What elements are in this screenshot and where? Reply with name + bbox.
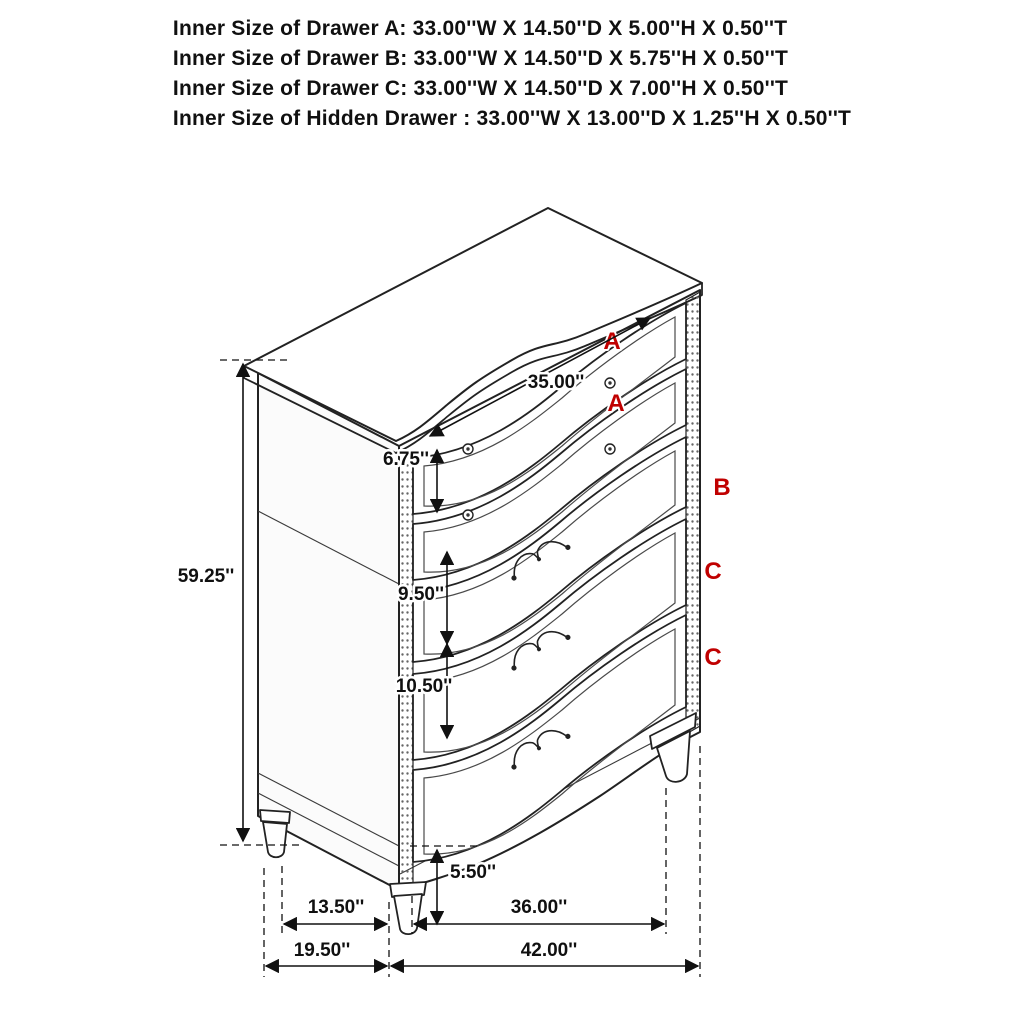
- dim-top-drawer-width: 35.00'': [428, 317, 652, 437]
- front-left-leg: [389, 881, 427, 936]
- dim-front-width: 36.00'': [411, 788, 667, 934]
- drawer-b: [412, 436, 687, 663]
- drawer-c1-panel: [423, 531, 676, 753]
- dim-overall-depth: 19.50'': [263, 868, 390, 977]
- drawer-a1-knob-left-icon: [462, 443, 474, 455]
- spec-line-drawer-a: Inner Size of Drawer A: 33.00''W X 14.50…: [172, 17, 788, 40]
- dim-top-drawer-width-label: 35.00'': [528, 372, 585, 393]
- drawer-a2-knob-left-icon: [462, 509, 474, 521]
- dim-bottom-drawer-height-label: 10.50'': [396, 676, 453, 697]
- drawer-a2-knob-right-icon: [604, 443, 616, 455]
- dim-leg-height-label: 5.50'': [450, 862, 496, 883]
- spec-line-drawer-c: Inner Size of Drawer C: 33.00''W X 14.50…: [172, 77, 789, 100]
- drawer-c1-front: [412, 518, 687, 761]
- dim-side-depth-label: 13.50'': [308, 897, 365, 918]
- spec-header: Inner Size of Drawer A: 33.00''W X 14.50…: [173, 14, 851, 134]
- spec-line-hidden-drawer: Inner Size of Hidden Drawer : 33.00''W X…: [172, 107, 852, 130]
- drawer-b-front: [412, 436, 687, 663]
- drawer-a2-panel: [423, 381, 676, 573]
- dim-overall-width-label: 42.00'': [521, 940, 578, 961]
- dim-top-drawer-height: 6.75'': [380, 447, 445, 514]
- drawer-c2: [412, 614, 687, 863]
- dim-drawer-c-height: 9.50'': [395, 550, 455, 646]
- label-drawer-a2: A: [607, 390, 624, 417]
- dresser-body: [243, 207, 703, 936]
- drawer-b-panel: [423, 449, 676, 655]
- spec-line-drawer-b: Inner Size of Drawer B: 33.00''W X 14.50…: [172, 47, 789, 70]
- dim-leg-height: 5.50'': [410, 845, 499, 926]
- dim-overall-height-label: 59.25'': [178, 566, 235, 587]
- dim-overall-depth-label: 19.50'': [294, 940, 351, 961]
- side-base-trim-upper: [257, 772, 400, 847]
- dim-bottom-drawer-height: 10.50'': [393, 642, 455, 740]
- label-drawer-b: B: [713, 474, 730, 501]
- dim-top-drawer-height-label: 6.75'': [383, 449, 429, 470]
- dim-front-width-label: 36.00'': [511, 897, 568, 918]
- dim-drawer-c-height-label: 9.50'': [398, 584, 444, 605]
- dim-overall-width: 42.00'': [389, 746, 701, 977]
- front-right-leg: [649, 712, 697, 783]
- side-waist-trim: [257, 510, 400, 585]
- label-drawer-c2: C: [704, 644, 721, 671]
- back-left-leg: [259, 809, 291, 859]
- left-pilaster: [398, 449, 414, 891]
- label-drawer-c1: C: [704, 558, 721, 585]
- drawer-c2-front: [412, 614, 687, 863]
- drawer-c2-panel: [423, 627, 676, 855]
- dim-side-depth: 13.50'': [281, 866, 389, 934]
- drawer-c1: [412, 518, 687, 761]
- drawer-a1-knob-right-icon: [604, 377, 616, 389]
- side-base-trim-lower: [257, 792, 400, 867]
- dim-overall-height: 59.25'': [175, 359, 304, 846]
- right-pilaster: [685, 290, 701, 736]
